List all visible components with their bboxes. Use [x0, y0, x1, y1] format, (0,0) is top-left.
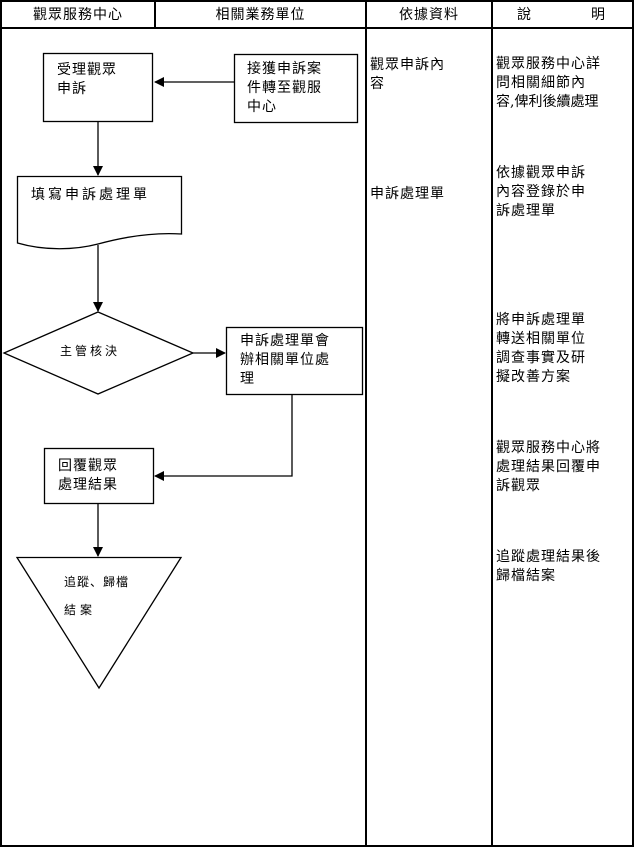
- text-line: 申訴: [57, 81, 87, 97]
- step-supervisor-decision-diamond: [2, 311, 195, 395]
- text-line: 填寫申訴處理單: [31, 187, 150, 203]
- text-line: 訴處理單: [496, 203, 556, 219]
- text-line: 件轉至觀服: [247, 80, 322, 96]
- header-divider-lanes: [154, 0, 156, 28]
- step-fill-form-text: 填寫申訴處理單: [31, 186, 150, 205]
- reference-complaint-form: 申訴處理單: [370, 185, 445, 204]
- text-line: 追蹤、歸檔: [64, 575, 130, 589]
- text-line: 處理結果: [58, 477, 118, 493]
- text-line: 訴觀眾: [496, 478, 541, 494]
- step-reply-result-box: [43, 447, 155, 505]
- text-line: 歸檔結案: [496, 568, 556, 584]
- step-reply-result-text: 回覆觀眾 處理結果: [58, 457, 118, 495]
- step-forward-case-text: 接獲申訴案 件轉至觀服 中心: [247, 60, 322, 117]
- step-supervisor-decision-text: 主管核決: [60, 342, 120, 360]
- column-divider-description: [491, 0, 493, 847]
- step-receive-complaint-box: [42, 52, 154, 123]
- description-receive: 觀眾服務中心詳 問相關細節內 容,俾利後續處理: [496, 55, 601, 112]
- text-line: 依據觀眾申訴: [496, 165, 586, 181]
- description-fill-form: 依據觀眾申訴 內容登錄於申 訴處理單: [496, 164, 586, 221]
- text-line: 結案: [64, 603, 97, 617]
- text-line: 調查事實及研: [496, 350, 586, 366]
- header-service-center: 觀眾服務中心: [33, 7, 123, 23]
- text-line: 申訴處理單會: [240, 333, 330, 349]
- connector-cosign-to-reply: [154, 395, 293, 481]
- step-co-sign-units-box: [225, 326, 364, 396]
- table-border-left: [0, 0, 2, 847]
- text-line: 受理觀眾: [57, 62, 117, 78]
- header-description: 說 明: [493, 2, 632, 28]
- step-receive-complaint-text: 受理觀眾 申訴: [57, 61, 117, 99]
- text-line: 轉送相關單位: [496, 331, 586, 347]
- text-line: 辦相關單位處: [240, 352, 330, 368]
- step-track-archive-triangle: [15, 556, 183, 690]
- text-line: 處理結果回覆申: [496, 459, 601, 475]
- reference-complaint-content: 觀眾申訴內 容: [370, 56, 445, 94]
- description-archive: 追蹤處理結果後 歸檔結案: [496, 548, 601, 586]
- description-reply: 觀眾服務中心將 處理結果回覆申 訴觀眾: [496, 439, 601, 496]
- table-border-right: [632, 0, 634, 847]
- text-line: 觀眾服務中心將: [496, 440, 601, 456]
- description-forward-units: 將申訴處理單 轉送相關單位 調查事實及研 擬改善方案: [496, 311, 586, 387]
- text-line: 接獲申訴案: [247, 61, 322, 77]
- step-forward-case-box: [233, 53, 359, 124]
- text-line: 主管核決: [60, 344, 121, 358]
- header-description-right: 明: [591, 7, 606, 23]
- text-line: 理: [240, 371, 255, 387]
- text-line: 觀眾服務中心詳: [496, 56, 601, 72]
- step-fill-form-document: [16, 175, 183, 250]
- column-divider-reference: [365, 0, 367, 847]
- text-line: 內容登錄於申: [496, 184, 586, 200]
- text-line: 觀眾申訴內: [370, 57, 445, 73]
- text-line: 中心: [247, 99, 277, 115]
- text-line: 問相關細節內: [496, 75, 586, 91]
- text-line: 回覆觀眾: [58, 458, 118, 474]
- header-related-units: 相關業務單位: [215, 7, 306, 23]
- text-line: 追蹤處理結果後: [496, 549, 601, 565]
- header-separator: [0, 27, 634, 29]
- header-reference-data: 依據資料: [399, 7, 459, 23]
- table-border-top: [0, 0, 634, 2]
- step-co-sign-units-text: 申訴處理單會 辦相關單位處 理: [240, 332, 330, 389]
- text-line: 容,俾利後續處理: [496, 94, 599, 110]
- text-line: 將申訴處理單: [496, 312, 586, 328]
- step-track-archive-text: 追蹤、歸檔 結案: [64, 568, 129, 624]
- table-border-bottom: [0, 845, 634, 847]
- header-description-left: 說: [517, 7, 532, 23]
- text-line: 擬改善方案: [496, 369, 571, 385]
- text-line: 申訴處理單: [370, 186, 445, 202]
- text-line: 容: [370, 76, 385, 92]
